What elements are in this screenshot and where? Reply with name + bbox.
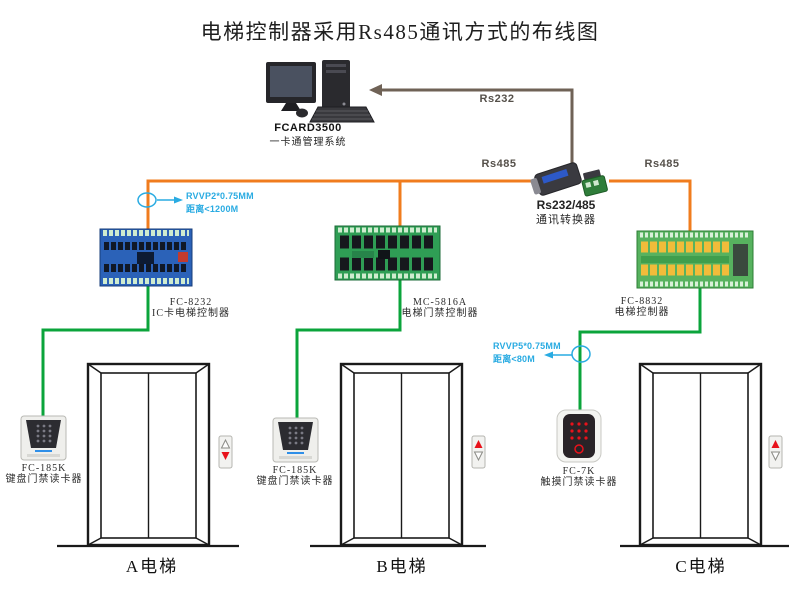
touch-reader-c-icon [556, 409, 602, 463]
reader-cable-b [295, 280, 402, 419]
cable-marker-left-arrow-icon [174, 196, 183, 204]
rs232-arrowhead-icon [369, 84, 382, 96]
controller-c-model-label: FC-8832 [620, 296, 664, 307]
down-arrow-icon [473, 451, 484, 462]
rs232-link-label: Rs232 [479, 93, 515, 105]
reader-a-model-label: FC-185K [21, 463, 67, 474]
elevator-door-a [86, 362, 211, 547]
controller-board-b-icon [334, 225, 441, 281]
up-arrow-icon [474, 440, 483, 448]
keypad-reader-a-icon [20, 415, 67, 461]
reader-b-name-label: 键盘门禁读卡器 [256, 476, 334, 487]
computer-system-label: 一卡通管理系统 [269, 137, 347, 148]
elevator-door-b [339, 362, 464, 547]
diagram-title: 电梯控制器采用Rs485通讯方式的布线图 [200, 20, 600, 44]
up-arrow-icon [771, 440, 780, 448]
elevator-c-label: C电梯 [675, 557, 727, 576]
controller-b-name-label: 电梯门禁控制器 [401, 308, 479, 319]
up-arrow-icon [220, 438, 231, 449]
cable-marker-right [571, 345, 591, 363]
controller-a-name-label: IC卡电梯控制器 [152, 308, 230, 319]
rs485-link-label-right: Rs485 [644, 158, 680, 170]
controller-board-c-icon [636, 230, 754, 289]
down-arrow-icon [770, 451, 781, 462]
computer-model-label: FCARD3500 [274, 122, 342, 134]
reader-b-model-label: FC-185K [272, 465, 318, 476]
cable-marker-right-arrow-icon [544, 351, 553, 359]
serial-converter-icon [530, 162, 608, 197]
reader-cable-a [41, 286, 150, 417]
call-button-panel-a [218, 435, 233, 469]
controller-board-a-icon [99, 228, 193, 287]
call-button-panel-b [471, 435, 486, 469]
converter-name-label: 通讯转换器 [536, 214, 596, 226]
down-arrow-icon [221, 452, 230, 460]
cable-note-left-spec: RVVP2*0.75MM [186, 191, 254, 201]
reader-cable-c [578, 288, 702, 411]
converter-model-label: Rs232/485 [536, 198, 596, 212]
keypad-reader-b-icon [272, 417, 319, 463]
cable-note-right-spec: RVVP5*0.75MM [493, 341, 561, 351]
rs485-link-label-left: Rs485 [481, 158, 517, 170]
cable-note-right-distance: 距离<80M [493, 354, 535, 364]
rs485-bus-wire [146, 179, 692, 232]
elevator-b-label: B电梯 [376, 557, 428, 576]
reader-c-name-label: 触摸门禁读卡器 [540, 477, 618, 488]
rs232-cable [380, 88, 574, 166]
elevator-a-label: A电梯 [125, 557, 179, 576]
cable-note-left-distance: 距离<1200M [186, 204, 239, 214]
controller-a-model-label: FC-8232 [169, 297, 213, 308]
reader-a-name-label: 键盘门禁读卡器 [5, 474, 83, 485]
call-button-panel-c [768, 435, 783, 469]
cable-marker-left [137, 192, 157, 208]
controller-b-model-label: MC-5816A [412, 297, 468, 308]
reader-c-model-label: FC-7K [562, 466, 596, 477]
desktop-computer-icon [266, 60, 375, 123]
elevator-door-c [638, 362, 763, 547]
controller-c-name-label: 电梯控制器 [614, 307, 670, 318]
